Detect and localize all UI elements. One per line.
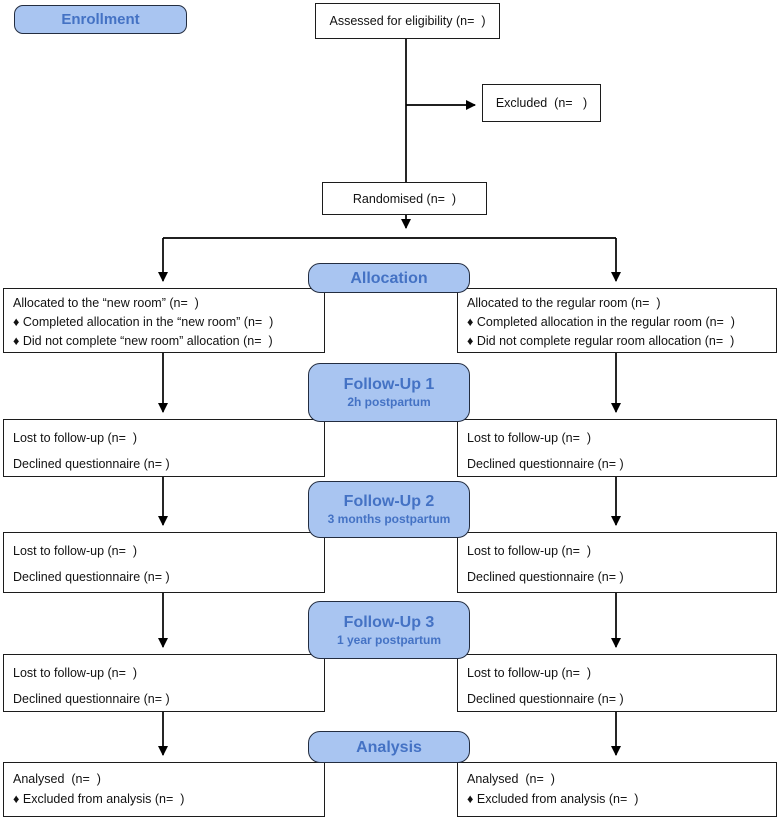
assessed-box: Assessed for eligibility (n= ) [315, 3, 500, 39]
followup2-left-box: Lost to follow-up (n= ) Declined questio… [3, 532, 325, 593]
followup2-section-subtitle: 3 months postpartum [327, 512, 451, 526]
followup2-left-line: Declined questionnaire (n= ) [13, 570, 170, 584]
followup2-right-line: Declined questionnaire (n= ) [467, 570, 624, 584]
followup2-section-title: Follow-Up 2 [343, 493, 435, 510]
followup2-right-line: Lost to follow-up (n= ) [467, 544, 592, 558]
randomised-box: Randomised (n= ) [322, 182, 487, 215]
analysis-section-title: Analysis [356, 738, 422, 756]
followup3-right-box: Lost to follow-up (n= ) Declined questio… [457, 654, 777, 712]
followup3-left-line: Declined questionnaire (n= ) [13, 692, 170, 706]
followup3-right-line: Lost to follow-up (n= ) [467, 666, 592, 680]
followup3-section-title: Follow-Up 3 [343, 613, 435, 631]
allocation-left-line: ♦ Did not complete “new room” allocation… [13, 334, 273, 348]
followup3-section-label: Follow-Up 3 1 year postpartum [308, 601, 470, 659]
analysis-right-line: Analysed (n= ) [467, 772, 555, 786]
allocation-left-line: ♦ Completed allocation in the “new room”… [13, 315, 274, 329]
allocation-section-title: Allocation [350, 269, 428, 287]
allocation-right-box: Allocated to the regular room (n= ) ♦ Co… [457, 288, 777, 353]
followup1-right-line: Lost to follow-up (n= ) [467, 431, 592, 445]
analysis-left-line: ♦ Excluded from analysis (n= ) [13, 792, 185, 806]
allocation-right-line: ♦ Completed allocation in the regular ro… [467, 315, 735, 329]
followup3-left-line: Lost to follow-up (n= ) [13, 666, 138, 680]
analysis-left-box: Analysed (n= ) ♦ Excluded from analysis … [3, 762, 325, 817]
followup3-right-line: Declined questionnaire (n= ) [467, 692, 624, 706]
allocation-right-line: Allocated to the regular room (n= ) [467, 296, 661, 310]
excluded-text: Excluded (n= ) [495, 96, 588, 110]
enrollment-label-text: Enrollment [61, 11, 140, 28]
analysis-right-line: ♦ Excluded from analysis (n= ) [467, 792, 639, 806]
allocation-right-line: ♦ Did not complete regular room allocati… [467, 334, 735, 348]
allocation-section-label: Allocation [308, 263, 470, 293]
analysis-section-label: Analysis [308, 731, 470, 763]
allocation-left-line: Allocated to the “new room” (n= ) [13, 296, 199, 310]
followup1-left-box: Lost to follow-up (n= ) Declined questio… [3, 419, 325, 477]
followup2-section-label: Follow-Up 2 3 months postpartum [308, 481, 470, 538]
excluded-box: Excluded (n= ) [482, 84, 601, 122]
followup3-left-box: Lost to follow-up (n= ) Declined questio… [3, 654, 325, 712]
randomised-text: Randomised (n= ) [352, 191, 457, 206]
followup1-section-label: Follow-Up 1 2h postpartum [308, 363, 470, 422]
followup3-section-subtitle: 1 year postpartum [336, 632, 442, 647]
assessed-text: Assessed for eligibility (n= ) [329, 14, 486, 28]
followup2-right-box: Lost to follow-up (n= ) Declined questio… [457, 532, 777, 593]
followup2-left-line: Lost to follow-up (n= ) [13, 544, 138, 558]
followup1-left-line: Declined questionnaire (n= ) [13, 457, 170, 471]
followup1-section-title: Follow-Up 1 [343, 376, 435, 393]
followup1-left-line: Lost to follow-up (n= ) [13, 431, 138, 445]
enrollment-section-label: Enrollment [14, 5, 187, 34]
followup1-section-subtitle: 2h postpartum [347, 395, 431, 409]
followup1-right-box: Lost to follow-up (n= ) Declined questio… [457, 419, 777, 477]
analysis-right-box: Analysed (n= ) ♦ Excluded from analysis … [457, 762, 777, 817]
followup1-right-line: Declined questionnaire (n= ) [467, 457, 624, 471]
allocation-left-box: Allocated to the “new room” (n= ) ♦ Comp… [3, 288, 325, 353]
analysis-left-line: Analysed (n= ) [13, 772, 101, 786]
